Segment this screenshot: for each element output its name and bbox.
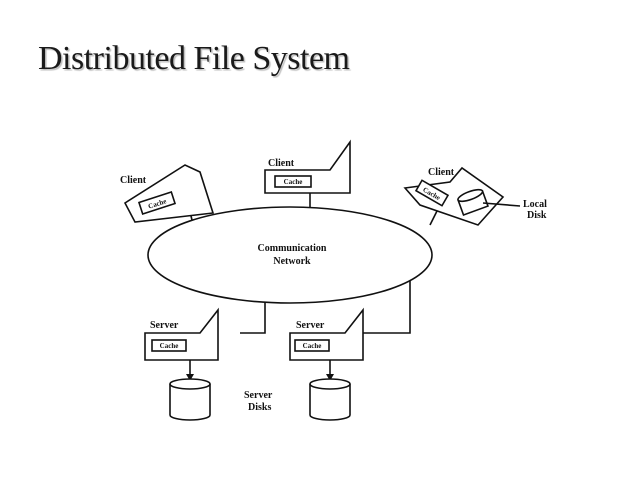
local-disk-top <box>457 188 484 203</box>
server-2: Server Cache <box>289 307 364 421</box>
communication-network <box>147 206 433 304</box>
client-1-label: Client <box>120 175 147 186</box>
server-2-arrowhead <box>326 374 334 381</box>
slide-title: Distributed File System <box>38 40 350 77</box>
local-disk-label-line1: Local <box>523 199 547 210</box>
client-1: Client Cache <box>120 164 215 223</box>
client-2: Client Cache <box>264 139 351 194</box>
client-3-workstation <box>403 166 505 226</box>
link-server-2 <box>363 280 411 334</box>
network-label-line2: Network <box>273 256 311 267</box>
server-1-disk-body <box>169 384 211 421</box>
server-2-machine <box>289 307 364 361</box>
client-2-cache-label: Cache <box>284 178 303 186</box>
client-2-cache-box <box>274 175 312 188</box>
server-1-machine <box>144 307 219 361</box>
server-1: Server Cache <box>144 307 219 421</box>
client-1-cache-box <box>137 191 177 215</box>
server-1-label: Server <box>150 320 179 331</box>
server-2-label: Server <box>296 320 325 331</box>
server-2-cache-label: Cache <box>303 342 322 350</box>
client-3-cache-box <box>414 179 450 207</box>
server-2-disk-body <box>309 384 351 421</box>
client-2-label: Client <box>268 158 295 169</box>
server-disks-label-line2: Disks <box>248 402 271 413</box>
server-2-disk-top <box>309 378 351 390</box>
local-disk-pointer <box>482 202 521 207</box>
local-disk-label-line2: Disk <box>527 210 547 221</box>
server-1-cache-box <box>151 339 187 352</box>
server-1-cache-label: Cache <box>160 342 179 350</box>
server-2-cache-box <box>294 339 330 352</box>
server-1-disk-top <box>169 378 211 390</box>
network-label-line1: Communication <box>258 243 327 254</box>
client-3-label: Client <box>428 167 455 178</box>
client-3: Client Cache Local Disk <box>403 166 547 226</box>
server-disks-label-line1: Server <box>244 390 273 401</box>
local-disk <box>457 188 489 216</box>
server-1-arrowhead <box>186 374 194 381</box>
link-server-1 <box>240 293 266 334</box>
